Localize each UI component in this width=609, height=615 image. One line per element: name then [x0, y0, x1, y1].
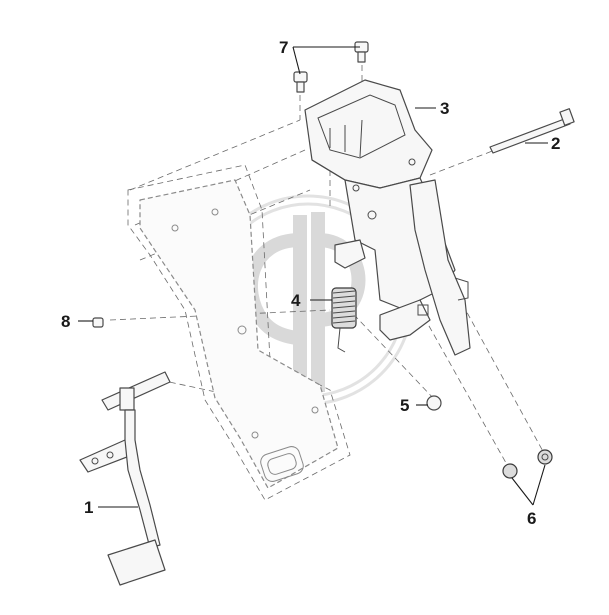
label-4: 4 — [291, 291, 301, 310]
callout-labels: 7 3 2 4 8 5 1 6 — [61, 38, 560, 528]
part-3-bracket — [304, 79, 471, 356]
label-5: 5 — [400, 396, 409, 415]
label-2: 2 — [551, 134, 560, 153]
label-8: 8 — [61, 312, 70, 331]
label-7: 7 — [279, 38, 288, 57]
mounting-plate — [127, 164, 351, 501]
label-6: 6 — [527, 509, 536, 528]
label-3: 3 — [440, 99, 449, 118]
label-1: 1 — [84, 498, 93, 517]
part-4-spring — [331, 287, 357, 353]
leader-lines — [78, 46, 548, 508]
part-2-pin — [489, 108, 575, 154]
part-7-bolts — [293, 41, 369, 93]
part-8-screw — [92, 317, 104, 328]
part-1-pedal-lever — [79, 371, 171, 586]
part-5-nut — [426, 395, 442, 411]
part-6-nuts — [502, 449, 553, 479]
